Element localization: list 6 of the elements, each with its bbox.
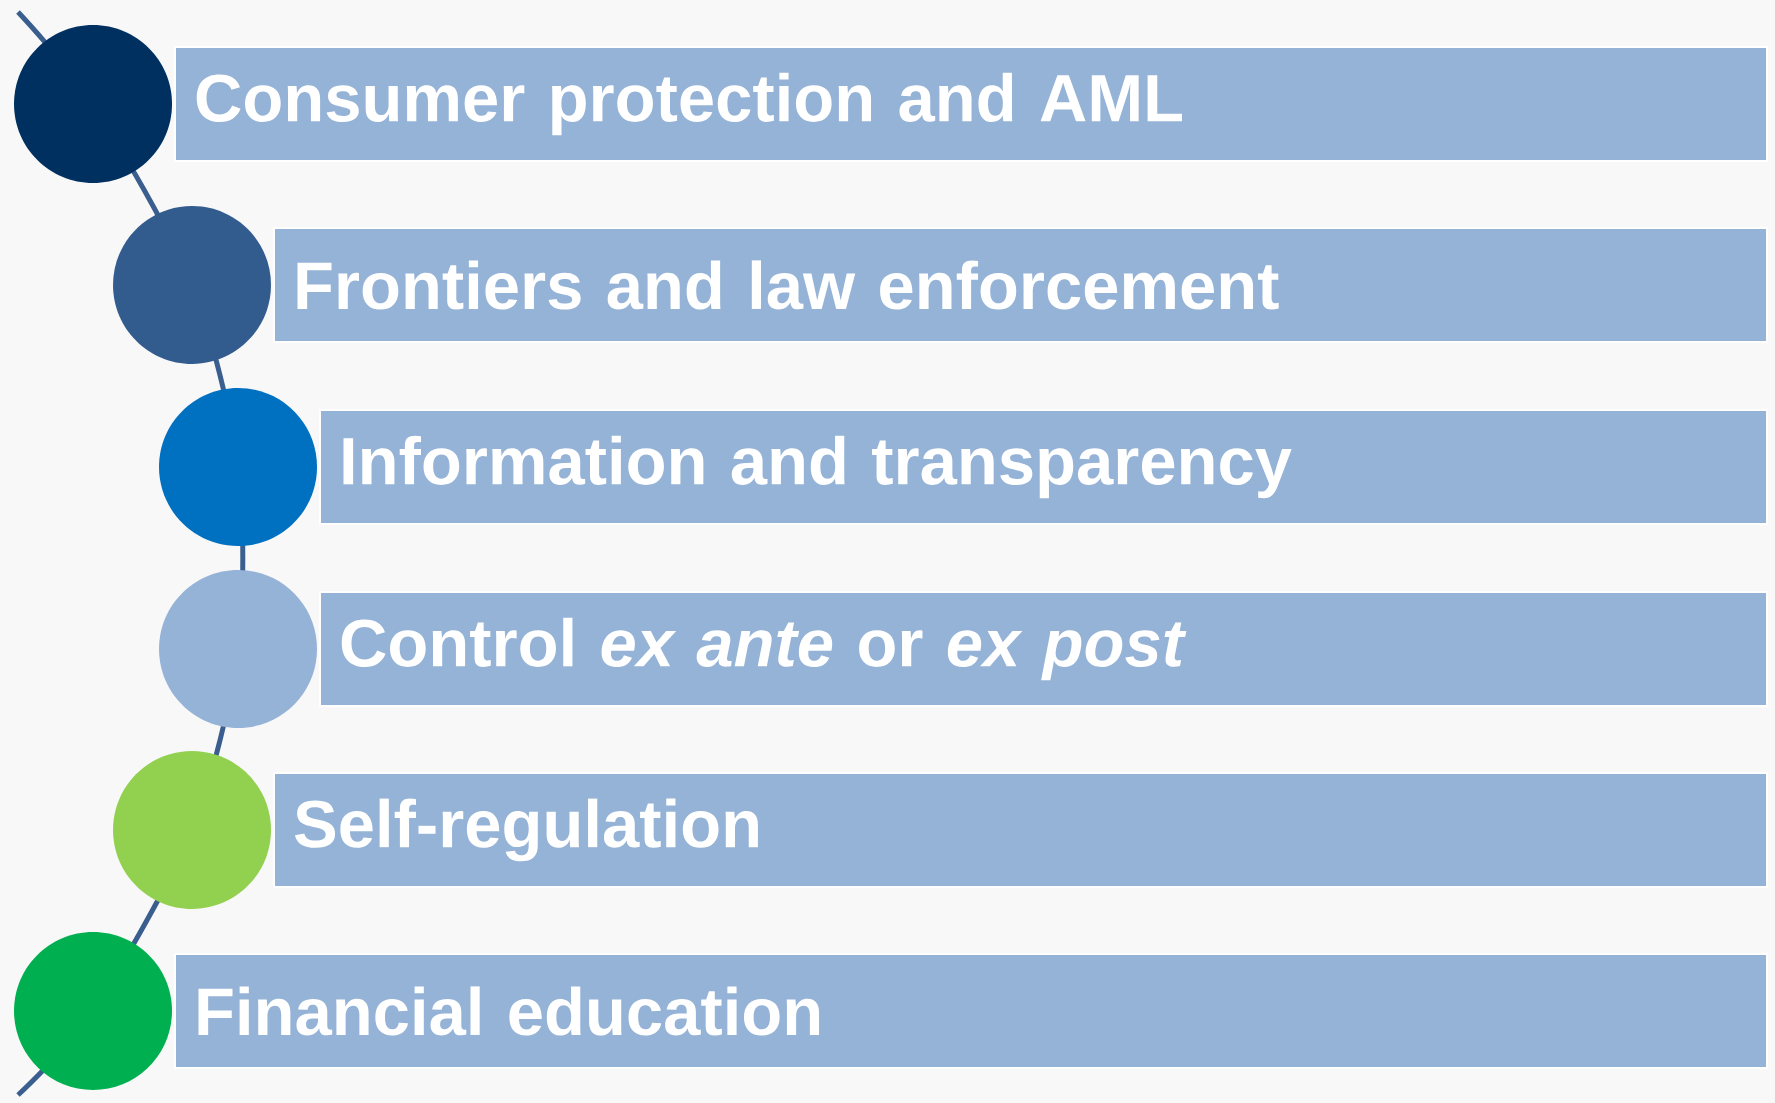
- topic-band: Control ex ante or ex post: [319, 591, 1768, 707]
- topic-band: Information and transparency: [319, 409, 1768, 525]
- topic-band: Frontiers and law enforcement: [273, 227, 1768, 343]
- topic-band: Financial education: [174, 953, 1768, 1069]
- topic-band: Consumer protection and AML: [174, 46, 1768, 162]
- topic-band: Self-regulation: [273, 772, 1768, 888]
